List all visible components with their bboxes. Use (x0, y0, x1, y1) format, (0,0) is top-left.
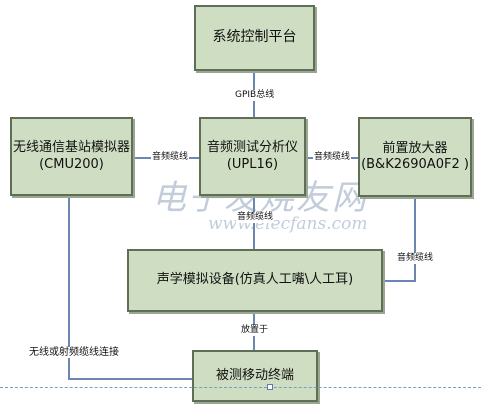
edge-label-upl-acoustic: 音频缆线 (236, 212, 275, 223)
node-cmu-line2: (CMU200) (39, 156, 104, 172)
node-terminal: 被测移动终端 (192, 350, 318, 402)
edge-label-gpib: GPIB总线 (234, 90, 276, 101)
node-acoustic: 声学模拟设备(仿真人工嘴\人工耳) (127, 249, 383, 312)
node-acoustic-label: 声学模拟设备(仿真人工嘴\人工耳) (156, 272, 354, 288)
node-preamp-line1: 前置放大器 (382, 140, 448, 156)
edge-label-cmu-upl: 音频缆线 (151, 152, 190, 163)
line-preamp-down (414, 197, 416, 281)
node-upl-line2: (UPL16) (226, 156, 279, 172)
line-preamp-left (383, 280, 416, 282)
watermark-url: www.elecfans.com (208, 214, 368, 234)
selection-handle[interactable] (267, 384, 273, 390)
node-preamp: 前置放大器 (B&K2690A0F2 ) (358, 117, 472, 197)
node-cmu-line1: 无线通信基站模拟器 (12, 140, 130, 156)
selection-guide-line (0, 387, 481, 388)
line-cmu-down (68, 196, 70, 379)
node-upl-line1: 音频测试分析仪 (206, 140, 298, 156)
edge-label-wireless: 无线或射频缆线连接 (28, 347, 120, 358)
edge-label-upl-preamp: 音频缆线 (313, 152, 352, 163)
node-preamp-line2: (B&K2690A0F2 ) (361, 157, 469, 172)
node-cmu: 无线通信基站模拟器 (CMU200) (10, 117, 133, 196)
line-cmu-terminal (68, 378, 192, 380)
node-terminal-label: 被测移动终端 (215, 367, 294, 383)
node-control-platform: 系统控制平台 (194, 5, 315, 71)
edge-label-preamp-acoustic: 音频缆线 (396, 253, 435, 264)
node-upl: 音频测试分析仪 (UPL16) (199, 117, 306, 196)
edge-label-placed-on: 放置于 (240, 325, 270, 336)
node-control-platform-label: 系统控制平台 (212, 29, 297, 46)
